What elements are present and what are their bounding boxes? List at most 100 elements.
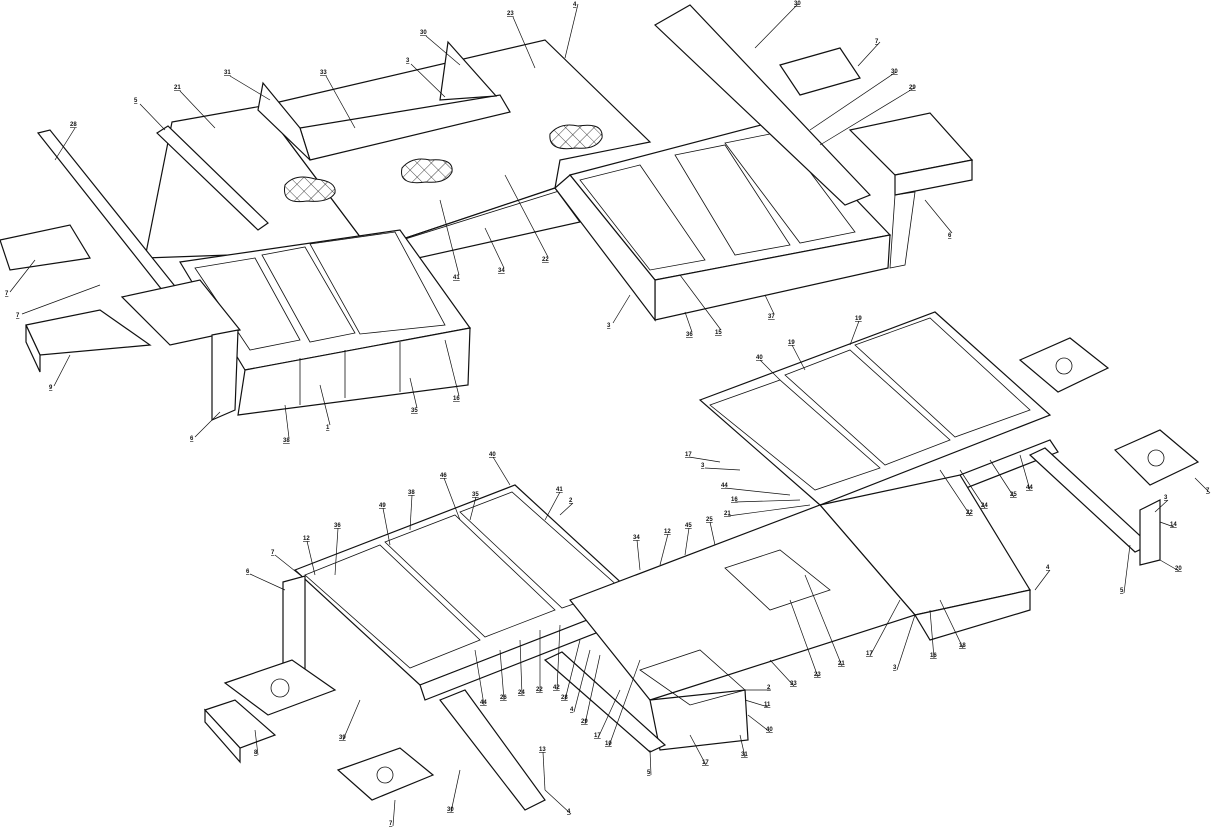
leader-line bbox=[688, 456, 721, 463]
callout-label: 29 bbox=[581, 719, 588, 725]
pocket bbox=[724, 131, 856, 244]
leader-line bbox=[492, 456, 511, 486]
tray-upper-right-top bbox=[698, 311, 1052, 506]
leader-line bbox=[584, 654, 601, 725]
leader-line bbox=[409, 494, 413, 531]
pocket bbox=[709, 379, 881, 491]
leader-line bbox=[959, 469, 986, 509]
leader-line bbox=[597, 689, 621, 739]
callout-label: 11 bbox=[764, 702, 771, 708]
leader-line bbox=[789, 599, 819, 678]
callout-label: 33 bbox=[320, 70, 327, 76]
callout-label: 3 bbox=[893, 665, 897, 671]
leader-line bbox=[939, 599, 964, 649]
leader-line bbox=[769, 659, 795, 687]
callout-label: 22 bbox=[536, 687, 543, 693]
leader-line bbox=[450, 769, 461, 813]
channel-bottom bbox=[439, 689, 546, 811]
leader-line bbox=[392, 799, 396, 827]
callout-label: 44 bbox=[721, 483, 728, 489]
bottom-assembly bbox=[203, 311, 1200, 811]
callouts-top: 28 5 21 31 33 30 3 23 4 7 7 9 6 38 1 35 … bbox=[5, 1, 953, 444]
callout-label: 28 bbox=[70, 122, 77, 128]
bracket-7-left bbox=[0, 224, 91, 271]
callout-label: 5 bbox=[1120, 588, 1124, 594]
leader-line bbox=[306, 540, 316, 576]
callout-label: 12 bbox=[303, 536, 310, 542]
callout-label: 31 bbox=[741, 752, 748, 758]
callout-label: 2 bbox=[767, 685, 771, 691]
leader-line bbox=[1019, 454, 1031, 491]
callout-label: 7 bbox=[271, 550, 275, 556]
hopper-leg bbox=[889, 191, 916, 269]
callout-label: 1 bbox=[326, 425, 330, 431]
callout-label: 30 bbox=[447, 807, 454, 813]
callout-label: 17 bbox=[702, 760, 709, 766]
callout-label: 39 bbox=[339, 735, 346, 741]
callout-label: 28 bbox=[561, 695, 568, 701]
callout-label: 23 bbox=[507, 11, 514, 17]
leader-line bbox=[791, 344, 806, 371]
gusset-30 bbox=[439, 40, 498, 101]
leader-line bbox=[254, 729, 259, 756]
callout-label: 6 bbox=[190, 436, 194, 442]
leader-line bbox=[556, 624, 561, 691]
callout-label: 29 bbox=[909, 85, 916, 91]
callout-label: 24 bbox=[518, 690, 525, 696]
callout-label: 4 bbox=[567, 809, 571, 815]
rail-5 bbox=[156, 125, 269, 231]
callout-label: 34 bbox=[498, 268, 505, 274]
gusset-31 bbox=[257, 81, 311, 161]
callout-label: 3 bbox=[406, 58, 410, 64]
callout-label: 23 bbox=[814, 672, 821, 678]
leader-line bbox=[608, 659, 641, 747]
callout-label: 40 bbox=[766, 727, 773, 733]
callout-label: 3 bbox=[607, 323, 611, 329]
leader-line bbox=[989, 459, 1015, 498]
leader-line bbox=[649, 749, 652, 776]
callout-label: 4 bbox=[1046, 565, 1050, 571]
callout-label: 44 bbox=[1026, 485, 1033, 491]
callout-label: 14 bbox=[1170, 522, 1177, 528]
callout-label: 20 bbox=[1175, 566, 1182, 572]
callout-label: 8 bbox=[254, 750, 258, 756]
callout-label: 33 bbox=[790, 681, 797, 687]
leader-line bbox=[849, 320, 860, 346]
leader-line bbox=[469, 496, 477, 521]
leader-line bbox=[659, 533, 669, 566]
callout-label: 3 bbox=[1164, 495, 1168, 501]
callout-label: 16 bbox=[453, 396, 460, 402]
hopper-left bbox=[120, 279, 242, 346]
callout-label: 2 bbox=[569, 498, 573, 504]
leader-line bbox=[274, 554, 301, 576]
plate-hole bbox=[270, 678, 290, 698]
frame-right-side bbox=[554, 174, 656, 322]
callout-label: 7 bbox=[16, 313, 20, 319]
leader-line bbox=[334, 527, 339, 576]
callout-label: 4 bbox=[570, 707, 574, 713]
callout-label: 7 bbox=[389, 821, 393, 827]
leader-line bbox=[499, 649, 505, 701]
leader-line bbox=[443, 477, 461, 521]
callout-label: 35 bbox=[472, 492, 479, 498]
callout-label: 19 bbox=[788, 340, 795, 346]
leader-line bbox=[739, 734, 746, 758]
callout-label: 38 bbox=[408, 490, 415, 496]
leader-line bbox=[709, 521, 716, 546]
callout-label: 6 bbox=[246, 569, 250, 575]
tray-lower-left-top bbox=[293, 484, 642, 686]
callout-label: 22 bbox=[542, 257, 549, 263]
plate-hole bbox=[1055, 357, 1073, 375]
callout-label: 7 bbox=[1206, 488, 1210, 494]
callout-label: 5 bbox=[134, 98, 138, 104]
beam-right bbox=[654, 4, 872, 206]
callout-label: 36 bbox=[686, 332, 693, 338]
leader-line bbox=[689, 734, 707, 766]
callout-label: 6 bbox=[948, 233, 952, 239]
leader-line bbox=[573, 649, 591, 713]
hopper-left-leg bbox=[211, 329, 239, 421]
leader-line bbox=[1194, 477, 1211, 494]
leader-line bbox=[939, 469, 971, 516]
frame-open-right-front bbox=[914, 589, 1031, 641]
box-8-front bbox=[204, 708, 241, 764]
